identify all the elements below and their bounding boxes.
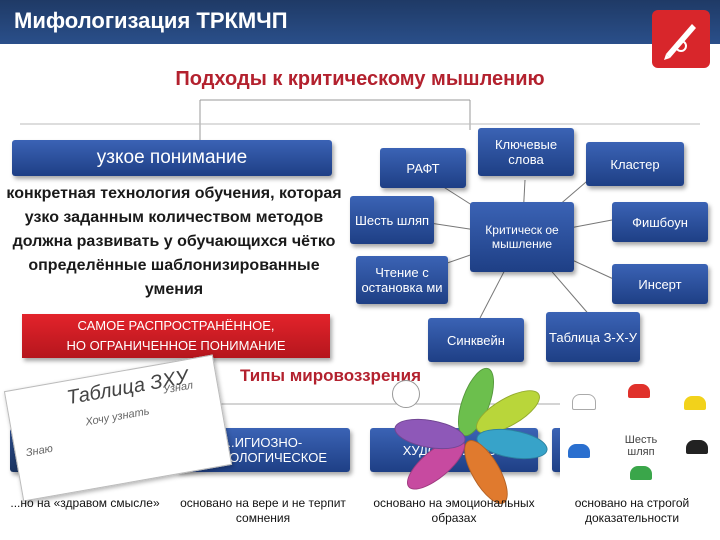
worldview-desc-4: основано на строгой доказательности — [574, 496, 690, 525]
method-keywords: Ключевые слова — [478, 128, 574, 176]
types-heading: Типы мировоззрения — [240, 366, 422, 385]
black-hat-icon — [686, 440, 708, 454]
warning-line-2: НО ОГРАНИЧЕННОЕ ПОНИМАНИЕ — [66, 338, 286, 353]
sinkwine-flower-overlay — [392, 363, 550, 511]
narrow-understanding-description: конкретная технология обучения, которая … — [6, 185, 342, 298]
pen-quill-logo-icon — [652, 10, 710, 68]
hub-critical-thinking: Критическ ое мышление — [470, 202, 574, 272]
method-six-hats: Шесть шляп — [350, 196, 434, 244]
slide-title: Мифологизация ТРКМЧП — [14, 8, 288, 33]
blue-hat-icon — [568, 444, 590, 458]
worldview-desc-2: основано на вере и не терпит сомнения — [180, 496, 346, 525]
warning-banner: САМОЕ РАСПРОСТРАНЁННОЕ, НО ОГРАНИЧЕННОЕ … — [22, 314, 330, 358]
green-hat-icon — [630, 466, 652, 480]
title-bar — [0, 0, 720, 44]
method-reading-with-stops: Чтение с остановка ми — [356, 256, 448, 304]
six-hats-overlay: Шесть шляп — [560, 374, 720, 494]
yellow-hat-icon — [684, 396, 706, 410]
section-heading: Подходы к критическому мышлению — [175, 68, 545, 90]
narrow-understanding-banner: узкое понимание — [12, 140, 332, 176]
overlay-col-want: Хочу узнать — [84, 405, 151, 429]
white-hat-icon — [572, 394, 596, 410]
method-fishbone: Фишбоун — [612, 202, 708, 242]
method-raft: РАФТ — [380, 148, 466, 188]
red-hat-icon — [628, 384, 650, 398]
overlay-col-know: Знаю — [24, 442, 54, 460]
method-insert: Инсерт — [612, 264, 708, 304]
worldview-desc-3: основано на эмоциональных образах — [373, 496, 535, 525]
six-hats-overlay-label: Шесть шляп — [624, 434, 658, 458]
method-cluster: Кластер — [586, 142, 684, 186]
method-table-zxu: Таблица З-Х-У — [546, 312, 640, 362]
worldview-desc-1: ...но на «здравом смысле» — [10, 496, 160, 510]
warning-line-1: САМОЕ РАСПРОСТРАНЁННОЕ, — [77, 318, 275, 333]
method-sinkwine: Синквейн — [428, 318, 524, 362]
